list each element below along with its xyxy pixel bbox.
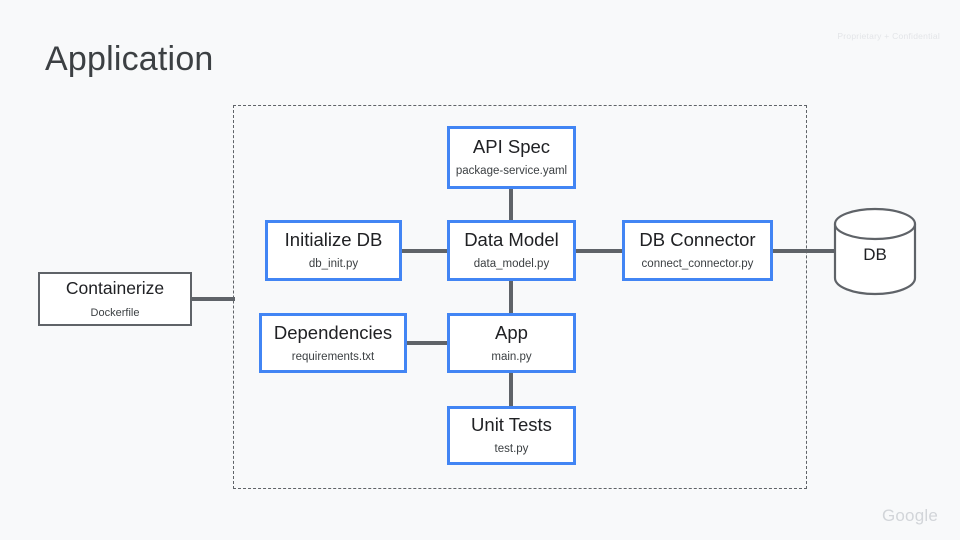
node-title: Unit Tests — [471, 414, 552, 435]
node-app[interactable]: App main.py — [447, 313, 576, 373]
node-subtitle: requirements.txt — [291, 350, 375, 363]
confidentiality-notice: Proprietary + Confidential — [837, 31, 940, 41]
edge-dbconnector-to-database — [770, 249, 836, 253]
edge-app-to-unittests — [509, 370, 513, 406]
node-subtitle: package-service.yaml — [455, 165, 568, 178]
node-title: Data Model — [464, 229, 559, 250]
node-containerize[interactable]: Containerize Dockerfile — [38, 272, 192, 326]
node-subtitle: test.py — [494, 443, 529, 456]
node-initialize-db[interactable]: Initialize DB db_init.py — [265, 220, 402, 281]
node-title: Initialize DB — [284, 229, 383, 250]
node-dependencies[interactable]: Dependencies requirements.txt — [259, 313, 407, 373]
google-logo: Google — [881, 506, 938, 525]
edge-containerize-to-boundary — [191, 297, 235, 301]
node-data-model[interactable]: Data Model data_model.py — [447, 220, 576, 281]
edge-datamodel-to-app — [509, 278, 513, 314]
node-subtitle: data_model.py — [473, 258, 550, 271]
edge-initializedb-to-datamodel — [400, 249, 452, 253]
node-title: API Spec — [472, 136, 551, 157]
edge-apispec-to-datamodel — [509, 188, 513, 222]
node-title: Dependencies — [273, 321, 393, 343]
node-api-spec[interactable]: API Spec package-service.yaml — [447, 126, 576, 189]
page-title: Application — [45, 40, 214, 78]
node-unit-tests[interactable]: Unit Tests test.py — [447, 406, 576, 465]
node-subtitle: Dockerfile — [90, 306, 140, 319]
database-cylinder[interactable]: DB — [833, 207, 917, 296]
node-db-connector[interactable]: DB Connector connect_connector.py — [622, 220, 773, 281]
node-subtitle: db_init.py — [308, 258, 359, 271]
edge-dependencies-to-app — [400, 341, 452, 345]
node-title: DB Connector — [639, 229, 756, 250]
node-title: Containerize — [65, 278, 165, 299]
database-label: DB — [863, 245, 887, 264]
cylinder-shape — [833, 207, 917, 296]
node-subtitle: connect_connector.py — [641, 258, 754, 271]
node-title: App — [495, 321, 528, 343]
edge-datamodel-to-dbconnector — [572, 249, 624, 253]
node-subtitle: main.py — [491, 350, 532, 363]
